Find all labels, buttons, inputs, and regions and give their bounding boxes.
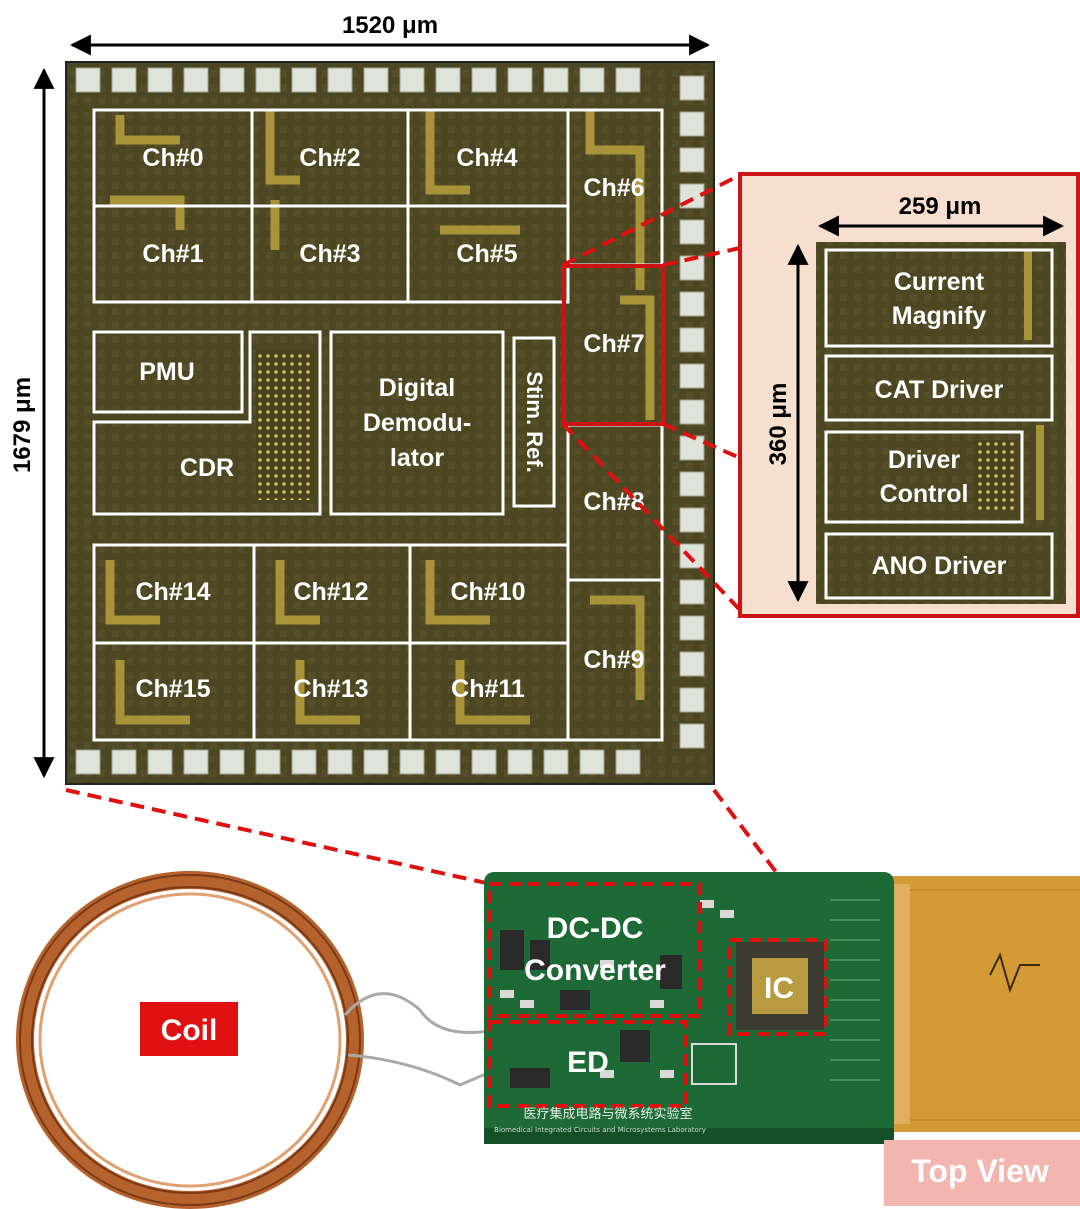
driver-control-label-line1: Driver <box>888 446 961 474</box>
ano-driver-label: ANO Driver <box>872 552 1007 580</box>
pmu-label: PMU <box>139 358 195 386</box>
ch0-label: Ch#0 <box>142 144 203 172</box>
chip-height-dimension: 1679 μm <box>9 67 55 779</box>
chip-die: Ch#0 Ch#1 Ch#2 Ch#3 Ch#4 Ch#5 Ch#6 Ch#7 … <box>65 61 715 785</box>
chip-height-label: 1679 μm <box>9 377 36 473</box>
digital-demodulator-label-line1: Digital <box>379 374 455 402</box>
current-magnify-block <box>824 248 1054 348</box>
pcb-subtext: Biomedical Integrated Circuits and Micro… <box>494 1126 706 1134</box>
coil-label-bg <box>140 1002 238 1056</box>
zoom-dot-array <box>974 440 1014 510</box>
right-pads <box>679 75 705 749</box>
cat-driver-block <box>824 354 1054 422</box>
coil-leads <box>343 992 496 1087</box>
digital-demodulator-label-line2: Demodu- <box>363 409 471 437</box>
cdr-label: CDR <box>180 454 234 482</box>
ch8-label: Ch#8 <box>583 488 644 516</box>
ch12-label: Ch#12 <box>293 578 368 606</box>
ch7-block <box>562 264 665 426</box>
board-photo: Coil <box>16 871 1080 1209</box>
top-pads <box>75 67 641 93</box>
zoom-connector-lines <box>561 173 742 612</box>
cat-driver-label: CAT Driver <box>875 376 1004 404</box>
ch15-label: Ch#15 <box>135 675 210 703</box>
stim-ref-label: Stim. Ref. <box>522 371 547 472</box>
ch14-label: Ch#14 <box>135 578 210 606</box>
zoom-panel: Current Magnify CAT Driver Driver Contro… <box>738 172 1080 618</box>
bottom-pads <box>75 749 641 775</box>
ic-label: IC <box>764 972 794 1005</box>
chip-width-dimension: 1520 μm <box>69 12 711 56</box>
top-view-label: Top View <box>911 1153 1049 1189</box>
coil-label: Coil <box>161 1014 218 1047</box>
stim-ref-block <box>512 336 556 508</box>
pcb <box>484 872 894 1144</box>
ch5-label: Ch#5 <box>456 240 517 268</box>
chip-width-label: 1520 μm <box>342 12 438 39</box>
pcb-text: 医疗集成电路与微系统实验室 <box>523 1106 692 1122</box>
ch11-label: Ch#11 <box>451 675 525 703</box>
ic-box <box>728 938 828 1036</box>
cdr-capacitor-array <box>256 350 314 500</box>
ed-box <box>488 1020 688 1108</box>
ch6-label: Ch#6 <box>583 174 644 202</box>
ch1-label: Ch#1 <box>142 240 203 268</box>
ch4-label: Ch#4 <box>456 144 517 172</box>
driver-control-block <box>824 430 1024 524</box>
ed-label: ED <box>567 1046 609 1079</box>
zoom-width-label: 259 μm <box>899 193 982 220</box>
ch7-label: Ch#7 <box>583 330 644 358</box>
zoom-height-label: 360 μm <box>765 383 792 466</box>
top-view-bg <box>884 1140 1080 1206</box>
ch9-label: Ch#9 <box>583 646 644 674</box>
pmu-block <box>92 330 244 414</box>
cdr-block <box>92 330 322 516</box>
ano-driver-block <box>824 532 1054 600</box>
ch3-label: Ch#3 <box>299 240 360 268</box>
dcdc-label-line1: DC-DC <box>547 912 644 945</box>
ch11-block <box>408 641 570 742</box>
dcdc-box <box>488 882 702 1018</box>
digital-demodulator-block <box>329 330 505 516</box>
driver-control-label-line2: Control <box>880 480 969 508</box>
ch2-label: Ch#2 <box>299 144 360 172</box>
ch13-label: Ch#13 <box>293 675 368 703</box>
dcdc-label-line2: Converter <box>524 954 666 987</box>
coil <box>16 871 364 1209</box>
current-magnify-label-line2: Magnify <box>892 302 987 330</box>
current-magnify-label-line1: Current <box>894 268 985 296</box>
ch10-label: Ch#10 <box>450 578 525 606</box>
digital-demodulator-label-line3: lator <box>390 444 444 472</box>
